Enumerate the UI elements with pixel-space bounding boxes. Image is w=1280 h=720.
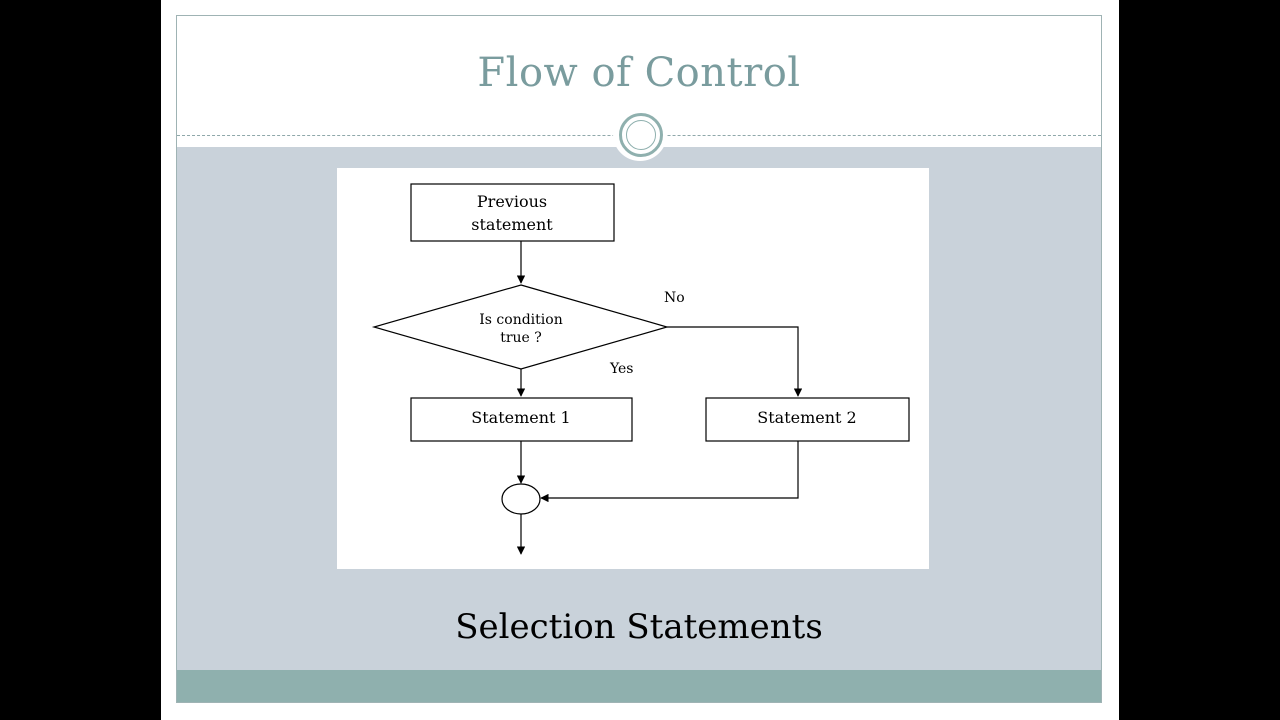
statement-1-box — [410, 397, 633, 442]
statement-2-box — [705, 397, 910, 442]
previous-statement-box — [410, 183, 615, 242]
no-label: No — [664, 290, 685, 306]
junction-circle — [501, 483, 541, 515]
slide-caption: Selection Statements — [455, 607, 823, 647]
statement-1-label: Statement 1 — [471, 408, 570, 427]
slide: Flow of Control Previous statement Is co… — [176, 15, 1102, 703]
arrow-statement2-to-junction — [540, 441, 799, 503]
arrow-no-branch — [667, 326, 803, 397]
decision-label: Is condition — [479, 312, 562, 328]
flowchart-panel: Previous statement Is condition true ? N… — [337, 168, 929, 569]
decision-label: true ? — [500, 330, 542, 346]
footer-band — [177, 670, 1101, 702]
previous-statement-label: Previous — [477, 192, 547, 211]
previous-statement-label: statement — [471, 215, 553, 234]
yes-label: Yes — [609, 361, 634, 377]
flowchart: Previous statement Is condition true ? N… — [371, 183, 910, 555]
circle-ornament-icon — [613, 107, 667, 161]
statement-2-label: Statement 2 — [757, 408, 856, 427]
slide-title: Flow of Control — [477, 50, 801, 96]
